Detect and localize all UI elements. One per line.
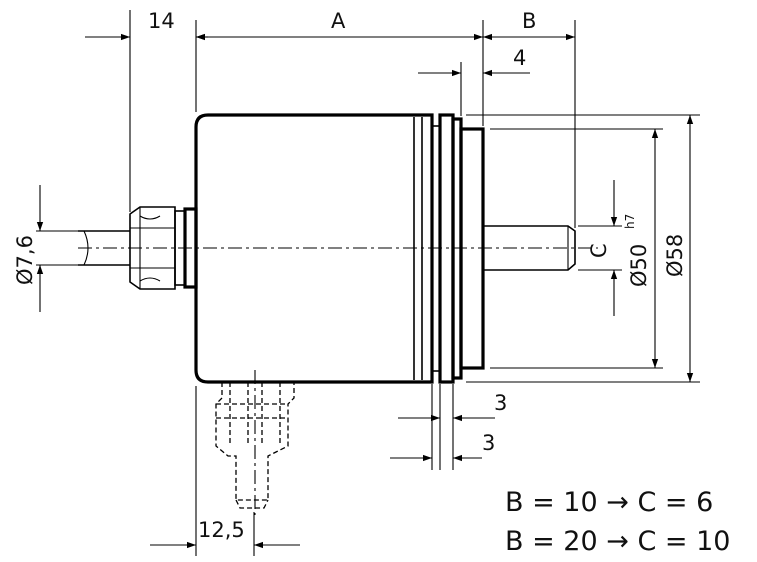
dimension-lines — [36, 33, 694, 549]
dim-diameter-50-label: Ø50 — [627, 244, 651, 287]
dim-a-label: A — [331, 9, 346, 33]
dim-diameter-58-label: Ø58 — [663, 234, 687, 277]
bottom-connector — [215, 370, 295, 515]
cable-gland — [78, 206, 198, 290]
extension-lines — [36, 10, 700, 556]
dim-3-lower-label: 3 — [482, 431, 495, 455]
dim-14-label: 14 — [148, 9, 175, 33]
dim-b-label: B — [522, 9, 536, 33]
note-b10: B = 10 → C = 6 — [505, 487, 713, 518]
note-b20: B = 20 → C = 10 — [505, 526, 730, 557]
dim-c-label: C — [587, 243, 611, 258]
dim-12-5-label: 12,5 — [198, 518, 245, 542]
dim-diameter-50-tolerance: h7 — [623, 214, 637, 229]
dim-diameter-7-6-label: Ø7,6 — [13, 235, 37, 285]
dim-3-upper-label: 3 — [494, 391, 507, 415]
output-shaft — [483, 225, 576, 271]
dim-4-label: 4 — [513, 46, 526, 70]
